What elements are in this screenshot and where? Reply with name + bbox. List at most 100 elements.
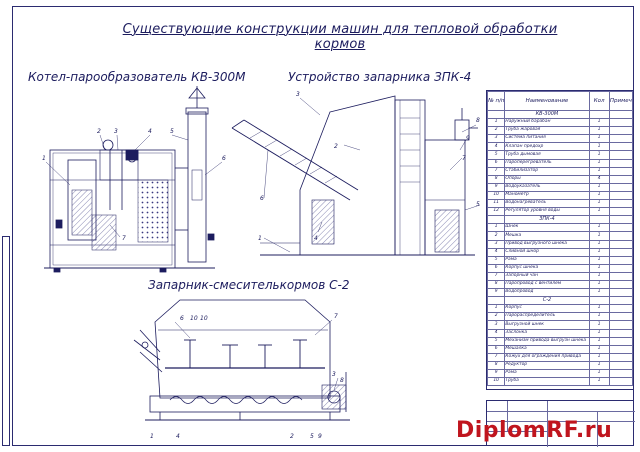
spec-cell [588, 109, 610, 120]
spec-cell [608, 296, 634, 306]
spec-row-number: 8 [486, 360, 506, 371]
spec-row-qty: 1 [588, 223, 610, 233]
spec-row-note [608, 190, 634, 201]
caption-kv300m: Котел-парообразователь КВ-300М [28, 70, 246, 84]
spec-row-qty: 1 [588, 142, 610, 152]
spec-row-number: 9 [486, 288, 506, 298]
spec-row-number: 1 [486, 118, 506, 128]
steamer-tower [394, 99, 426, 256]
spec-cell [588, 296, 610, 306]
callout-c2-10b: 10 [200, 315, 208, 322]
callout-epk-2: 2 [334, 143, 338, 150]
spec-row-name: Заслонка [504, 328, 590, 338]
spec-row-name: Стабилизатор [504, 166, 590, 176]
spec-row-number: 1 [486, 223, 506, 233]
spec-cell [486, 109, 506, 120]
spec-row-name: Корпус шнека [504, 263, 590, 273]
spec-row-number: 11 [486, 199, 506, 209]
spec-row-qty: 1 [588, 271, 610, 281]
callout-epk-8: 8 [476, 117, 480, 124]
spec-row-note [608, 368, 634, 379]
spec-row-note [608, 304, 634, 314]
spec-row-qty: 1 [588, 328, 610, 338]
spec-row-qty: 1 [588, 239, 610, 249]
spec-row-number: 8 [486, 174, 506, 184]
spec-row-name: Водоуказатель [504, 182, 590, 192]
spec-row-qty: 1 [588, 126, 610, 136]
callout-kv-4: 4 [148, 128, 152, 135]
spec-row-note [608, 134, 634, 144]
watermark-logo: DiplomRF.ru [456, 418, 613, 443]
spec-row-note [608, 158, 634, 168]
spec-row-name: Мешалка [504, 344, 590, 354]
spec-row-number: 8 [486, 279, 506, 290]
spec-row-number: 6 [486, 158, 506, 168]
spec-cell [588, 215, 610, 225]
spec-row-qty: 1 [588, 255, 610, 265]
spec-row-name: Корпус [504, 304, 590, 314]
spec-cell [608, 109, 634, 120]
spec-row-qty: 1 [588, 231, 610, 241]
spec-cell [608, 215, 634, 225]
spec-row-name: Труба жаровая [504, 126, 590, 136]
callout-epk-4: 4 [314, 235, 318, 242]
boiler-chimney [187, 111, 207, 263]
spec-row-note [608, 352, 634, 362]
spec-section-title: С-2 [504, 296, 590, 306]
spec-header-note: Примеч [608, 91, 634, 111]
callout-epk-7: 7 [462, 155, 466, 162]
spec-row-qty: 1 [588, 247, 610, 257]
spec-row-qty: 1 [588, 312, 610, 322]
spec-row-note [608, 344, 634, 354]
callout-epk-1: 1 [258, 235, 262, 242]
title-block [486, 400, 635, 447]
spec-row-name: Клапан предохр [504, 142, 590, 152]
spec-row-number: 7 [486, 271, 506, 281]
page-title: Существующие конструкции машин для тепло… [122, 22, 558, 52]
spec-row-name: Выгрузной шнек [504, 320, 590, 330]
spec-row-name: Наружный барабан [504, 118, 590, 128]
callout-epk-6: 6 [260, 195, 264, 202]
spec-row-note [608, 328, 634, 338]
caption-zpk4: Устройство запарника ЗПК-4 [288, 70, 472, 84]
spec-row-number: 3 [486, 239, 506, 249]
callout-kv-5: 5 [170, 128, 174, 135]
spec-section-row: ЗПК-4 [486, 215, 634, 225]
spec-row-number: 9 [486, 368, 506, 379]
boiler-kv300m-drawing [44, 86, 215, 273]
spec-row-name: Паропровод с вентилем [504, 279, 590, 290]
spec-row-number: 4 [486, 142, 506, 152]
spec-row-qty: 1 [588, 304, 610, 314]
spec-row-qty: 1 [588, 166, 610, 176]
callout-epk-5: 5 [476, 201, 480, 208]
spec-row-number: 7 [486, 166, 506, 176]
callout-kv-2: 2 [97, 128, 101, 135]
callout-c2-9: 9 [318, 433, 322, 440]
boiler-furnace [67, 159, 97, 241]
spec-row-number: 5 [486, 150, 506, 160]
spec-row-number: 6 [486, 263, 506, 273]
spec-row-number: 9 [486, 182, 506, 192]
